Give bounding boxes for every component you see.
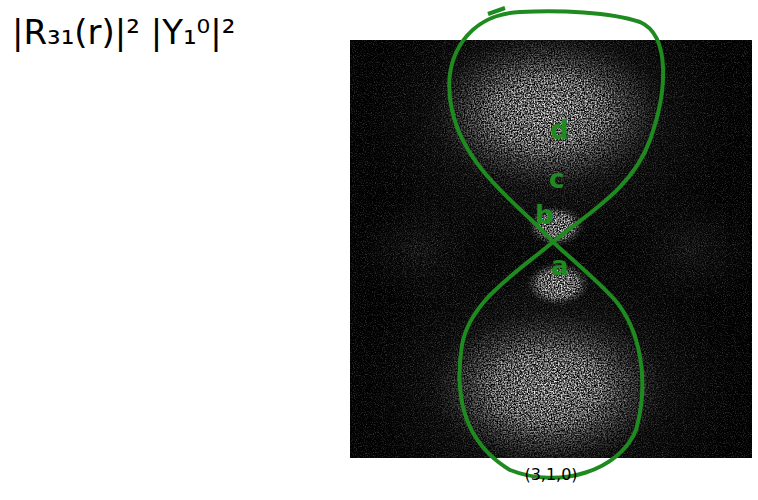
formula-title: |R₃₁(r)|² |Y₁⁰|² [12,14,235,51]
node-outline [449,11,663,478]
region-letter: d [550,116,569,145]
density-plot [350,40,752,458]
quantum-numbers: (3,1,0) [524,466,577,484]
region-letter: b [535,201,554,230]
region-letter: c [549,165,564,194]
region-letter: a [551,252,569,281]
outline-tick [488,8,505,14]
